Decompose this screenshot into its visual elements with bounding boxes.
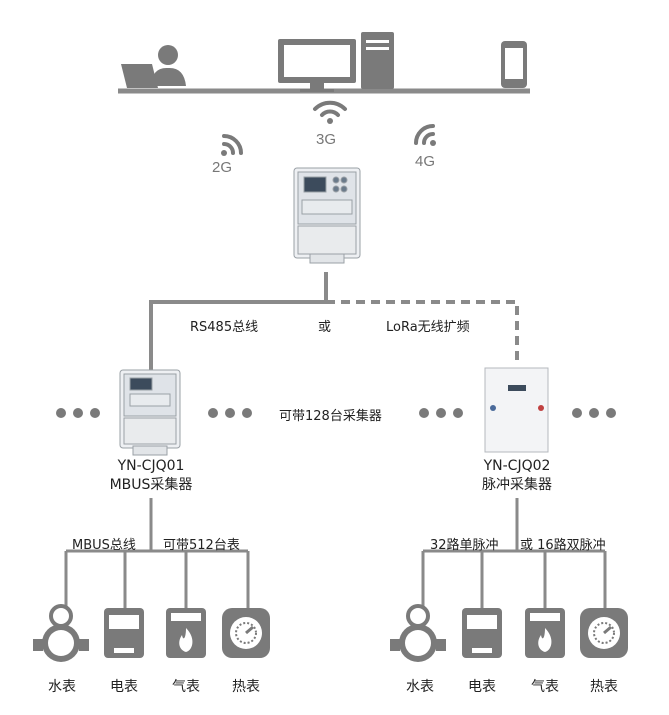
or-label: 或: [318, 320, 332, 335]
network-3g-label: 3G: [316, 131, 337, 148]
concentrator-device: [293, 167, 361, 264]
user-desk-icon: [121, 45, 186, 88]
gas-meter-icon: [166, 608, 206, 658]
electricity-meter-icon: [462, 608, 502, 658]
collector-2-type: 脉冲采集器: [482, 477, 552, 493]
collector-capacity-label: 可带128台采集器: [279, 409, 382, 424]
desktop-computer-icon: [278, 32, 394, 92]
heat-meter-icon: [222, 608, 270, 658]
collector-1-type: MBUS采集器: [109, 477, 193, 493]
right-meter-bus: [421, 498, 607, 608]
pulse-collector-device: [484, 367, 549, 453]
collector-1-model: YN-CJQ01: [117, 458, 185, 474]
signal-3g-icon: [313, 100, 347, 124]
network-2g-label: 2G: [212, 159, 233, 176]
heat-meter-icon: [580, 608, 628, 658]
meter-label-gas: 气表: [531, 679, 559, 695]
ellipsis-dots: [56, 408, 616, 418]
electricity-meter-icon: [104, 608, 144, 658]
meter-label-heat: 热表: [590, 679, 618, 695]
rs485-label: RS485总线: [190, 320, 259, 335]
signal-2g-icon: [221, 134, 243, 156]
meter-label-electricity: 电表: [468, 679, 496, 695]
left-meter-bus: [64, 498, 250, 608]
lora-link: [326, 300, 519, 360]
mbus-collector-device: [119, 369, 181, 456]
rs485-link: [149, 272, 328, 370]
collector-2-model: YN-CJQ02: [483, 458, 551, 474]
signal-4g-icon: [414, 124, 436, 146]
meter-label-water: 水表: [48, 679, 76, 695]
network-4g-label: 4G: [415, 153, 436, 170]
gas-meter-icon: [525, 608, 565, 658]
smartphone-icon: [501, 41, 527, 88]
water-meter-icon: [33, 604, 89, 662]
meter-label-heat: 热表: [232, 679, 260, 695]
mbus-bus-label: MBUS总线: [72, 538, 136, 553]
pulse-capacity-label: 或 16路双脉冲: [520, 538, 606, 553]
lora-label: LoRa无线扩频: [386, 320, 470, 335]
meter-label-water: 水表: [406, 679, 434, 695]
meter-label-electricity: 电表: [110, 679, 138, 695]
mbus-capacity-label: 可带512台表: [163, 538, 240, 553]
pulse-bus-label: 32路单脉冲: [430, 538, 499, 553]
meter-label-gas: 气表: [172, 679, 200, 695]
water-meter-icon: [390, 604, 446, 662]
